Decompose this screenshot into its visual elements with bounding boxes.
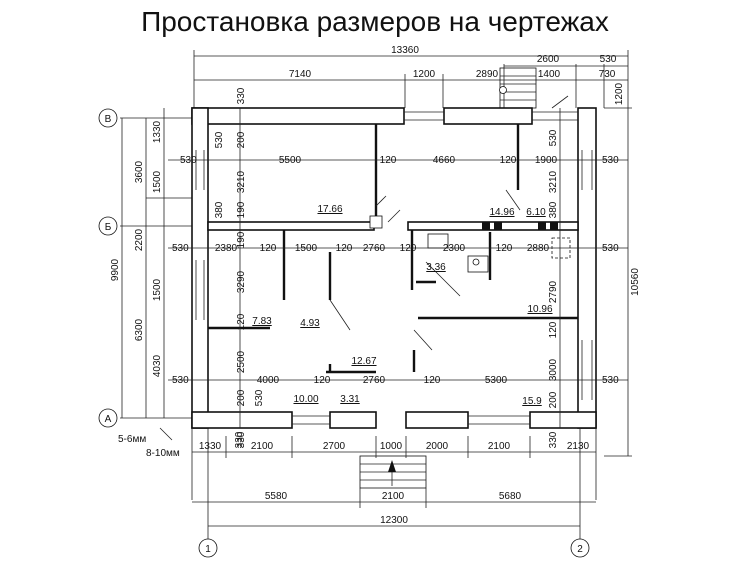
note-offset-8-10mm: 8-10мм <box>146 448 180 459</box>
dim-vleft-330b: 330 <box>236 431 247 448</box>
dim-vleft-3210: 3210 <box>236 170 247 193</box>
dim-htop-5500: 5500 <box>279 155 302 166</box>
dim-left-4030: 4030 <box>152 354 163 377</box>
dim-vright-3000: 3000 <box>548 358 559 381</box>
dim-top-2890: 2890 <box>476 69 499 80</box>
dim-hmid-530a: 530 <box>172 243 189 254</box>
dim-vleft-530: 530 <box>214 131 225 148</box>
dim-vright-120: 120 <box>548 321 559 338</box>
dim-hbot-530b: 530 <box>602 375 619 386</box>
axis-label-a: А <box>105 414 112 425</box>
dim-hmid-2380: 2380 <box>215 243 238 254</box>
axis-label-2: 2 <box>577 544 583 555</box>
dim-vleft-380: 380 <box>214 201 225 218</box>
area-6-10: 6.10 <box>526 207 546 218</box>
dim-htop-120a: 120 <box>380 155 397 166</box>
dim-bot-5580: 5580 <box>265 491 288 502</box>
dim-bot-2700: 2700 <box>323 441 346 452</box>
dim-vleft-190b: 190 <box>236 231 247 248</box>
dim-vright-200: 200 <box>548 391 559 408</box>
dim-vright-2790: 2790 <box>548 280 559 303</box>
dim-hbot-5300: 5300 <box>485 375 508 386</box>
note-offset-5-6mm: 5-6мм <box>118 434 146 445</box>
dim-hbot-120a: 120 <box>314 375 331 386</box>
dim-left-overall: 9900 <box>110 258 121 281</box>
dim-bot-330: 330 <box>234 431 245 448</box>
dim-htop-530a: 530 <box>180 155 197 166</box>
dim-hmid-120d: 120 <box>496 243 513 254</box>
axis-label-1: 1 <box>205 544 211 555</box>
dim-top-530: 530 <box>600 54 617 65</box>
area-15-9: 15.9 <box>522 396 542 407</box>
dim-hmid-2760: 2760 <box>363 243 386 254</box>
dim-vleft-330a: 330 <box>236 87 247 104</box>
dim-hmid-120a: 120 <box>260 243 277 254</box>
page-title: Простановка размеров на чертежах <box>141 6 609 37</box>
area-10-96: 10.96 <box>527 304 552 315</box>
dim-hbot-530a: 530 <box>172 375 189 386</box>
dim-bot-2100b: 2100 <box>488 441 511 452</box>
dim-hmid-2880: 2880 <box>527 243 550 254</box>
dim-bot-1330: 1330 <box>199 441 222 452</box>
dim-vleft-200b: 200 <box>236 389 247 406</box>
area-7-83: 7.83 <box>252 316 272 327</box>
dim-top-7140: 7140 <box>289 69 312 80</box>
axis-label-v: В <box>105 114 112 125</box>
dim-left-1500a: 1500 <box>152 170 163 193</box>
dim-bot-2100a: 2100 <box>251 441 274 452</box>
dim-vleft-2500: 2500 <box>236 350 247 373</box>
dim-bot-1000: 1000 <box>380 441 403 452</box>
area-4-93: 4.93 <box>300 318 320 329</box>
dim-bot-overall: 12300 <box>380 515 408 526</box>
dim-vright-3210: 3210 <box>548 170 559 193</box>
dim-bot-2000: 2000 <box>426 441 449 452</box>
dim-vright-380: 380 <box>548 201 559 218</box>
dim-htop-4660: 4660 <box>433 155 456 166</box>
area-3-31: 3.31 <box>340 394 360 405</box>
dim-top-2600: 2600 <box>537 54 560 65</box>
dim-hmid-120c: 120 <box>400 243 417 254</box>
dim-hbot-2760: 2760 <box>363 375 386 386</box>
dim-top-1400: 1400 <box>538 69 561 80</box>
area-3-36: 3.36 <box>426 262 446 273</box>
dim-vleft-120: 120 <box>236 313 247 330</box>
dim-htop-530b: 530 <box>602 155 619 166</box>
dim-hbot-120b: 120 <box>424 375 441 386</box>
dim-top-730: 730 <box>599 69 616 80</box>
dim-vright-330: 330 <box>548 431 559 448</box>
dim-top-1200: 1200 <box>413 69 436 80</box>
dim-top-overall: 13360 <box>391 45 419 56</box>
dim-hbot-4000: 4000 <box>257 375 280 386</box>
dim-hmid-1500: 1500 <box>295 243 318 254</box>
dim-vleft-190a: 190 <box>236 201 247 218</box>
area-12-67: 12.67 <box>351 356 376 367</box>
dim-right-1200: 1200 <box>614 82 625 105</box>
area-14-96: 14.96 <box>489 207 514 218</box>
dim-left-1330: 1330 <box>152 120 163 143</box>
dim-htop-120b: 120 <box>500 155 517 166</box>
dim-vright-530: 530 <box>548 129 559 146</box>
dim-right-overall: 10560 <box>630 268 641 296</box>
dim-left-2200: 2200 <box>134 228 145 251</box>
dim-bot-2100c: 2100 <box>382 491 405 502</box>
area-17-66: 17.66 <box>317 204 342 215</box>
dim-vleft-200a: 200 <box>236 131 247 148</box>
area-10-00: 10.00 <box>293 394 318 405</box>
dim-hmid-530b: 530 <box>602 243 619 254</box>
dim-left-1500b: 1500 <box>152 278 163 301</box>
dim-left-3600: 3600 <box>134 160 145 183</box>
axis-label-b: Б <box>105 222 112 233</box>
dim-vleft-530b: 530 <box>254 389 265 406</box>
dim-bot-5680: 5680 <box>499 491 522 502</box>
dim-bot-2130: 2130 <box>567 441 590 452</box>
dim-hmid-120b: 120 <box>336 243 353 254</box>
dim-htop-1900: 1900 <box>535 155 558 166</box>
dim-vleft-3290: 3290 <box>236 270 247 293</box>
dim-hmid-2300: 2300 <box>443 243 466 254</box>
dim-left-6300: 6300 <box>134 318 145 341</box>
